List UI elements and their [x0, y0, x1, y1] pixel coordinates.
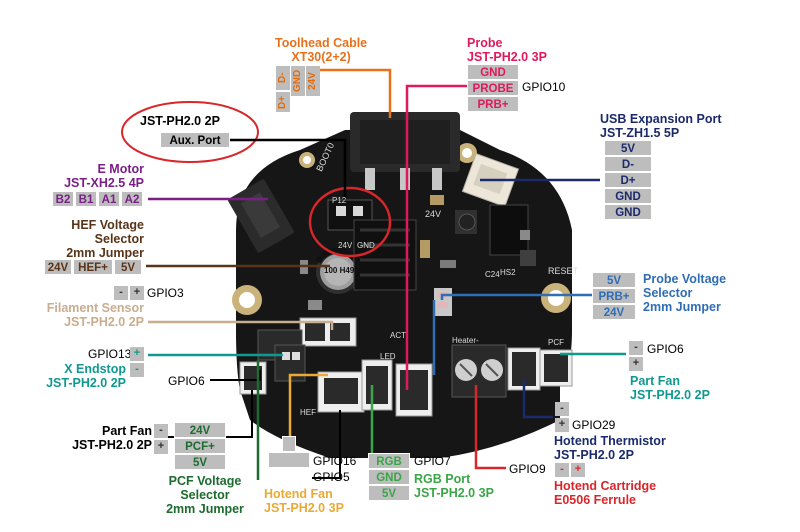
partfan-right-title: Part Fan JST-PH2.0 2P: [630, 374, 710, 402]
usb-pin-gnd-2: GND: [604, 204, 652, 220]
partfan-right-gpio: GPIO6: [647, 342, 684, 356]
rgb-pin-gnd: GND: [368, 469, 410, 485]
hotendfan-title: Hotend Fan JST-PH2.0 3P: [264, 487, 344, 515]
xendstop-title: X Endstop JST-PH2.0 2P: [46, 362, 126, 390]
thermistor-gpio: GPIO29: [572, 418, 616, 432]
cartridge-pin-minus: -: [555, 463, 569, 477]
probe-pin-prb-plus: PRB+: [467, 96, 519, 112]
probevolt-pin-5v: 5V: [592, 272, 636, 288]
probevolt-pin-24v: 24V: [592, 304, 636, 320]
pcf-pin-pcf-plus: PCF+: [174, 438, 226, 454]
filament-pin-plus: +: [130, 286, 144, 300]
emotor-pin-b1: B1: [75, 191, 97, 207]
cartridge-pin-plus: +: [571, 463, 585, 477]
partfan-right-pin-minus: -: [629, 341, 643, 355]
thermistor-pin-minus: -: [555, 402, 569, 416]
silk-act: ACT: [390, 331, 406, 340]
silk-heater: Heater-: [452, 336, 479, 345]
rgb-pin-5v: 5V: [368, 485, 410, 501]
silk-gnd: GND: [357, 241, 375, 250]
silk-p12: P12: [332, 196, 347, 205]
partfan-right-pin-plus: +: [629, 357, 643, 371]
emotor-pin-a2: A2: [121, 191, 143, 207]
silk-24v-b: 24V: [425, 209, 442, 219]
probevolt-title: Probe Voltage Selector 2mm Jumper: [643, 272, 727, 314]
emotor-pin-b2: B2: [52, 191, 74, 207]
thermistor-pin-plus: +: [555, 418, 569, 432]
toolhead-pin-24v: 24V: [306, 66, 320, 96]
silk-reset: RESET: [548, 266, 579, 276]
filament-pin-minus: -: [114, 286, 128, 300]
probe-gpio: GPIO10: [522, 80, 566, 94]
silk-hef: HEF: [300, 408, 316, 417]
silk-cap: 100 H49: [324, 266, 355, 275]
filament-title: Filament Sensor JST-PH2.0 2P: [46, 301, 144, 329]
hotendfan-pin-1: [282, 436, 296, 452]
rgb-pin-rgb: RGB: [368, 453, 410, 469]
usb-title: USB Expansion Port JST-ZH1.5 5P: [600, 112, 722, 140]
pcf-title: PCF Voltage Selector 2mm Jumper: [166, 474, 244, 516]
probe-title: Probe JST-PH2.0 3P: [467, 36, 547, 64]
hef-pin-5v: 5V: [114, 259, 142, 275]
thermistor-title: Hotend Thermistor JST-PH2.0 2P: [554, 434, 666, 462]
toolhead-pin-d-minus: D-: [276, 66, 290, 90]
aux-port-ellipse: [308, 186, 392, 258]
partfan-left-title: Part Fan JST-PH2.0 2P: [72, 424, 152, 452]
cartridge-gpio: GPIO9: [509, 462, 546, 476]
emotor-pin-a1: A1: [98, 191, 120, 207]
hef-title: HEF Voltage Selector 2mm Jumper: [66, 218, 144, 260]
usb-pin-d-minus: D-: [604, 156, 652, 172]
hef-pin-hef-plus: HEF+: [73, 259, 113, 275]
usb-pin-d-plus: D+: [604, 172, 652, 188]
cartridge-title: Hotend Cartridge E0506 Ferrule: [554, 479, 657, 507]
pcf-pin-24v: 24V: [174, 422, 226, 438]
xendstop-pin-minus: -: [130, 363, 144, 377]
aux-pin: Aux. Port: [160, 132, 230, 148]
aux-title: JST-PH2.0 2P: [140, 114, 220, 128]
hotendfan-gpio5: GPIO5: [313, 470, 350, 484]
rgb-title: RGB Port JST-PH2.0 3P: [414, 472, 494, 500]
xendstop-gpio: GPIO13: [88, 347, 132, 361]
filament-gpio: GPIO3: [147, 286, 184, 300]
hef-pin-24v: 24V: [44, 259, 72, 275]
emotor-title: E Motor JST-XH2.5 4P: [64, 162, 144, 190]
hotendfan-pin-2: [268, 452, 310, 468]
pcf-pin-5v: 5V: [174, 454, 226, 470]
probe-pin-probe: PROBE: [467, 80, 519, 96]
aux-callout-ellipse: [121, 101, 259, 163]
gpio6-left: GPIO6: [168, 374, 205, 388]
partfan-left-pin-plus: +: [154, 440, 168, 454]
probevolt-pin-prb-plus: PRB+: [592, 288, 636, 304]
silk-c24: C24: [485, 270, 500, 279]
usb-pin-gnd-1: GND: [604, 188, 652, 204]
hotendfan-gpio16: GPIO16: [313, 454, 357, 468]
toolhead-title: Toolhead Cable XT30(2+2): [275, 36, 368, 64]
partfan-left-pin-minus: -: [154, 424, 168, 438]
probe-pin-gnd: GND: [467, 64, 519, 80]
silk-pcf: PCF: [548, 338, 564, 347]
silk-24v: 24V: [338, 241, 353, 250]
silk-led: LED: [380, 352, 396, 361]
toolhead-pin-gnd: GND: [291, 66, 305, 96]
toolhead-pin-d-plus: D+: [276, 92, 290, 112]
xendstop-pin-plus: +: [130, 347, 144, 361]
usb-pin-5v: 5V: [604, 140, 652, 156]
rgb-gpio: GPIO7: [414, 454, 451, 468]
silk-hs: HS2: [500, 268, 516, 277]
